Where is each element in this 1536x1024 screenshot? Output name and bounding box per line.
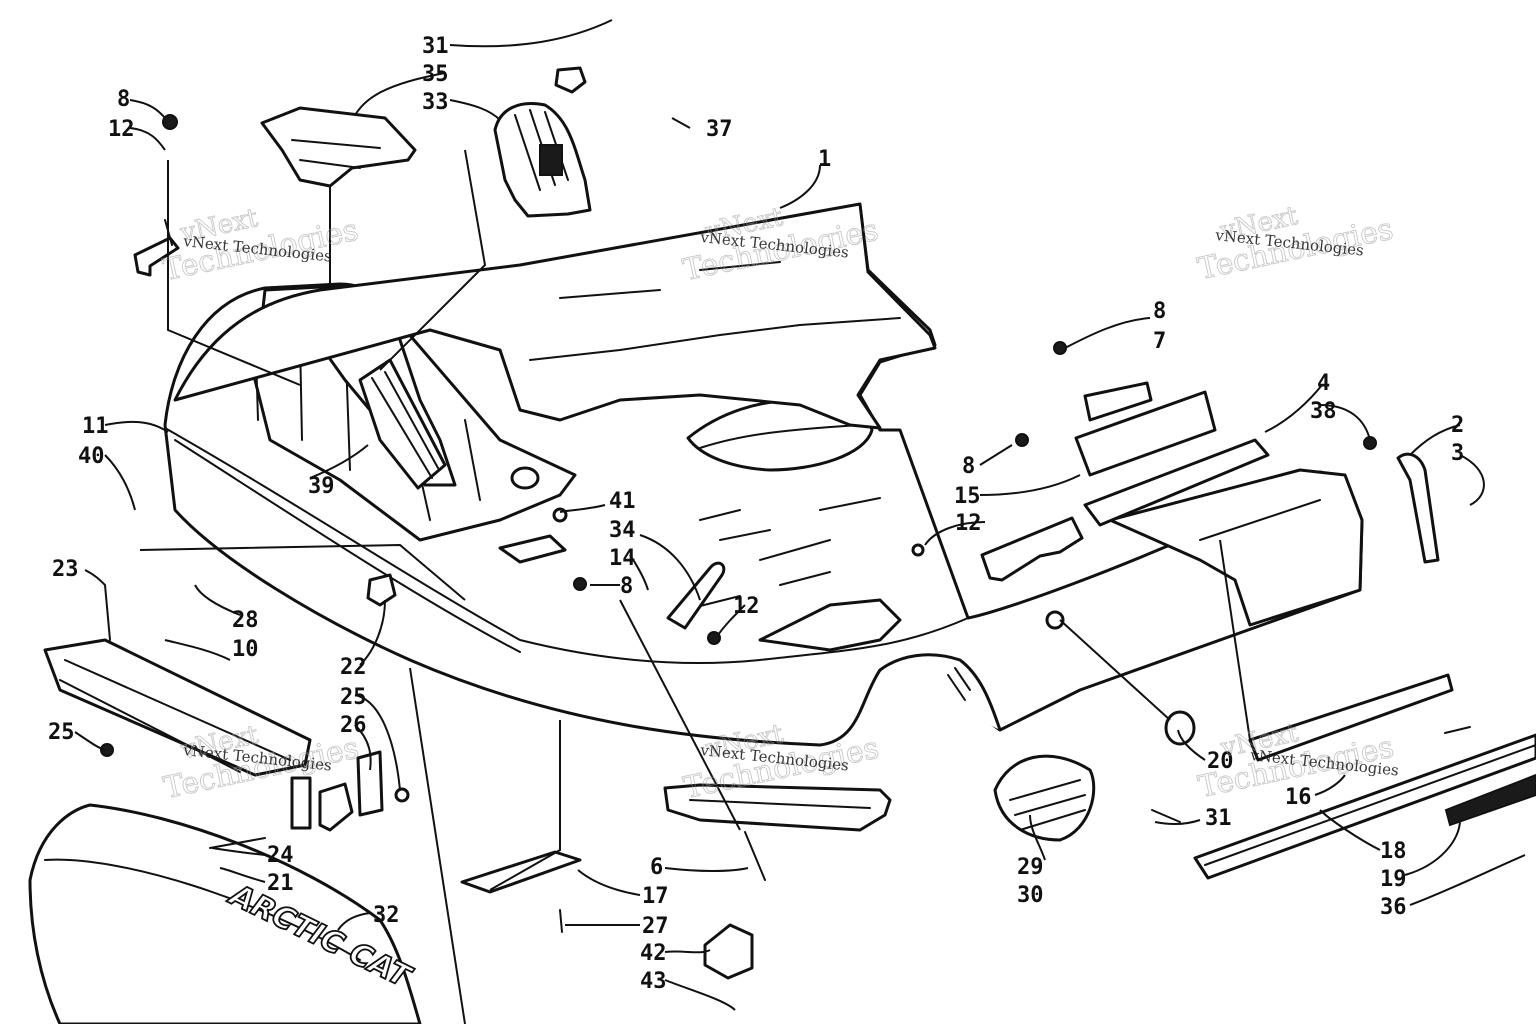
callout-37: 37 xyxy=(706,117,733,142)
callout-2: 2 xyxy=(1451,413,1464,438)
callout-24: 24 xyxy=(267,843,294,868)
lower-trim-strip xyxy=(1193,673,1536,880)
callout-leader-lines xyxy=(74,19,1526,1024)
small-hardware xyxy=(100,114,1471,980)
front-nose-cone: ARCTIC CAT xyxy=(28,803,422,1024)
callout-30: 30 xyxy=(1017,883,1044,908)
callout-1: 1 xyxy=(818,147,831,172)
callout-16: 16 xyxy=(1285,785,1312,810)
right-rail-brackets xyxy=(980,381,1270,582)
callout-4: 4 xyxy=(1317,371,1330,396)
callout-12: 12 xyxy=(955,511,982,536)
callout-numbers: 31 35 33 8 12 37 1 8 7 4 38 2 3 11 40 8 … xyxy=(48,34,1464,994)
callout-23: 23 xyxy=(52,557,79,582)
callout-43: 43 xyxy=(640,969,667,994)
headlight-housing xyxy=(493,66,592,218)
dash-cover-panel xyxy=(260,106,417,188)
callout-25: 25 xyxy=(340,685,367,710)
callout-21: 21 xyxy=(267,871,294,896)
callout-38: 38 xyxy=(1310,399,1337,424)
callout-12: 12 xyxy=(108,117,135,142)
callout-8: 8 xyxy=(117,87,130,112)
callout-3: 3 xyxy=(1451,441,1464,466)
callout-36: 36 xyxy=(1380,895,1407,920)
rear-grab-handle xyxy=(1396,452,1440,564)
callout-11: 11 xyxy=(82,414,109,439)
callout-35: 35 xyxy=(422,62,449,87)
callout-7: 7 xyxy=(1153,329,1166,354)
callout-32: 32 xyxy=(373,903,400,928)
callout-8: 8 xyxy=(620,574,633,599)
callout-25: 25 xyxy=(48,720,75,745)
callout-41: 41 xyxy=(609,489,636,514)
callout-6: 6 xyxy=(650,855,663,880)
callout-40: 40 xyxy=(78,444,105,469)
callout-34: 34 xyxy=(609,518,636,543)
callout-33: 33 xyxy=(422,90,449,115)
callout-20: 20 xyxy=(1207,749,1234,774)
callout-12: 12 xyxy=(733,594,760,619)
callout-31: 31 xyxy=(422,34,449,59)
callout-29: 29 xyxy=(1017,855,1044,880)
callout-17: 17 xyxy=(642,884,669,909)
upper-hood-panel xyxy=(173,202,937,430)
callout-15: 15 xyxy=(954,484,981,509)
callout-14: 14 xyxy=(609,546,636,571)
callout-19: 19 xyxy=(1380,867,1407,892)
callout-18: 18 xyxy=(1380,839,1407,864)
front-bumper-beam xyxy=(43,638,312,830)
callout-8: 8 xyxy=(962,454,975,479)
callout-28: 28 xyxy=(232,608,259,633)
callout-22: 22 xyxy=(340,655,367,680)
callout-10: 10 xyxy=(232,637,259,662)
callout-27: 27 xyxy=(642,914,669,939)
callout-31: 31 xyxy=(1205,806,1232,831)
callout-39: 39 xyxy=(308,474,335,499)
callout-42: 42 xyxy=(640,941,667,966)
callout-26: 26 xyxy=(340,713,367,738)
callout-8: 8 xyxy=(1153,299,1166,324)
